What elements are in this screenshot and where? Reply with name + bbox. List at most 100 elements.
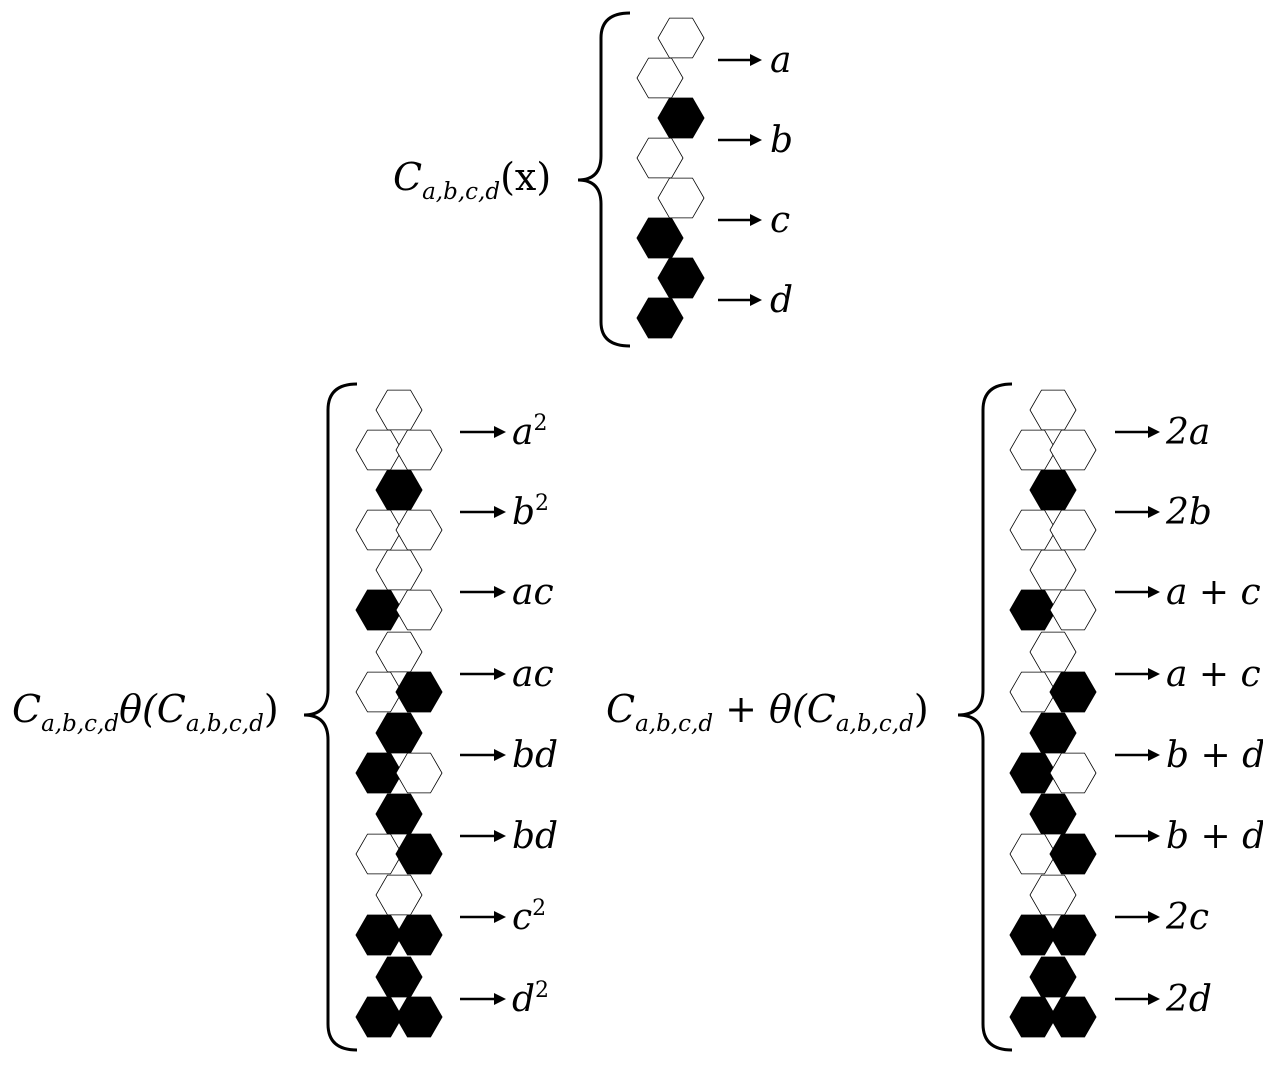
result-label: bd — [512, 735, 558, 776]
top-function-label: Ca,b,c,d(x) — [393, 155, 551, 205]
arrow — [460, 586, 506, 598]
hexagon-bottom-right — [1049, 509, 1097, 551]
hexagon-bottom-right — [395, 752, 443, 794]
hexagon-bottom-right — [395, 833, 443, 875]
left-label-middle: θ(C — [119, 687, 186, 731]
config-row: 2d — [1009, 956, 1212, 1038]
hexagon-bottom-left — [355, 833, 403, 875]
config-row: ac — [355, 631, 554, 713]
hexagon-bottom-right — [1049, 833, 1097, 875]
top-row: b — [636, 97, 793, 179]
hexagon-top — [1029, 874, 1077, 916]
config-row: a + c — [1009, 631, 1261, 713]
left-label-subscript2: a,b,c,d — [186, 711, 264, 737]
hexagon-bottom-left — [1009, 429, 1057, 471]
config-row: 2a — [1009, 389, 1210, 471]
result-label: a + c — [1166, 572, 1261, 613]
hexagon-bottom-left — [355, 429, 403, 471]
top-label-argument: (x) — [500, 155, 551, 199]
arrow — [1115, 830, 1160, 842]
arrow — [1115, 911, 1160, 923]
arrow — [460, 426, 506, 438]
left-brace — [303, 382, 358, 1052]
hexagon-top — [375, 469, 423, 511]
hexagon-upper — [657, 97, 705, 139]
hexagon-top — [375, 389, 423, 431]
hexagon-bottom-left — [355, 589, 403, 631]
config-row: a2 — [355, 389, 547, 471]
result-label: 2b — [1165, 492, 1212, 533]
hexagon-top — [1029, 712, 1077, 754]
hexagon-top — [375, 631, 423, 673]
arrow — [718, 134, 762, 146]
hexagon-top — [375, 793, 423, 835]
hexagon-bottom-right — [395, 589, 443, 631]
top-row: c — [636, 177, 790, 259]
right-label-middle: + θ(C — [713, 687, 836, 731]
config-row: a + c — [1009, 549, 1261, 631]
result-label: c — [770, 200, 790, 241]
result-label: b + d — [1166, 735, 1263, 776]
top-label-subscript: a,b,c,d — [422, 179, 500, 205]
top-label-base: C — [393, 155, 422, 199]
arrow — [718, 294, 762, 306]
config-row: bd — [355, 712, 558, 794]
config-row: b + d — [1009, 712, 1263, 794]
result-label: ac — [512, 572, 554, 613]
hexagon-bottom-left — [1009, 833, 1057, 875]
hexagon-upper — [657, 257, 705, 299]
result-label: a + c — [1166, 654, 1261, 695]
right-label-subscript2: a,b,c,d — [836, 711, 914, 737]
hexagon-top — [375, 874, 423, 916]
hexagon-lower — [636, 137, 684, 179]
hexagon-bottom-right — [1049, 996, 1097, 1038]
hexagon-bottom-left — [1009, 914, 1057, 956]
hexagon-bottom-right — [1049, 589, 1097, 631]
hexagon-bottom-right — [1049, 752, 1097, 794]
config-row: c2 — [355, 874, 546, 956]
config-row: b + d — [1009, 793, 1263, 875]
hexagon-bottom-right — [1049, 429, 1097, 471]
right-label-tail: ) — [914, 687, 929, 731]
config-row: ac — [355, 549, 554, 631]
hexagon-bottom-right — [395, 914, 443, 956]
hexagon-bottom-left — [1009, 752, 1057, 794]
hexagon-bottom-left — [1009, 671, 1057, 713]
hexagon-bottom-left — [1009, 589, 1057, 631]
top-row: a — [636, 17, 791, 99]
hexagon-top — [1029, 631, 1077, 673]
hexagon-bottom-left — [355, 671, 403, 713]
hexagon-top — [1029, 549, 1077, 591]
hexagon-bottom-right — [1049, 914, 1097, 956]
arrow — [1115, 668, 1160, 680]
hexagon-top — [375, 549, 423, 591]
arrow — [460, 993, 506, 1005]
hexagon-bottom-left — [1009, 509, 1057, 551]
arrow — [1115, 506, 1160, 518]
hexagon-top — [1029, 389, 1077, 431]
top-row: d — [636, 257, 793, 339]
left-label-tail: ) — [264, 687, 279, 731]
hexagon-bottom-left — [355, 752, 403, 794]
hexagon-bottom-right — [395, 509, 443, 551]
hexagon-bottom-left — [1009, 996, 1057, 1038]
hexagon-bottom-right — [395, 671, 443, 713]
config-row: 2b — [1009, 469, 1212, 551]
left-function-label: Ca,b,c,dθ(Ca,b,c,d) — [12, 687, 279, 737]
result-label: c2 — [512, 896, 546, 938]
result-label: b2 — [512, 491, 549, 533]
config-row: 2c — [1009, 874, 1209, 956]
left-label-subscript: a,b,c,d — [41, 711, 119, 737]
arrow — [1115, 426, 1160, 438]
right-label-base: C — [606, 687, 635, 731]
hexagon-lower — [636, 217, 684, 259]
hexagon-bottom-right — [395, 429, 443, 471]
config-row: b2 — [355, 469, 549, 551]
hexagon-top — [1029, 469, 1077, 511]
